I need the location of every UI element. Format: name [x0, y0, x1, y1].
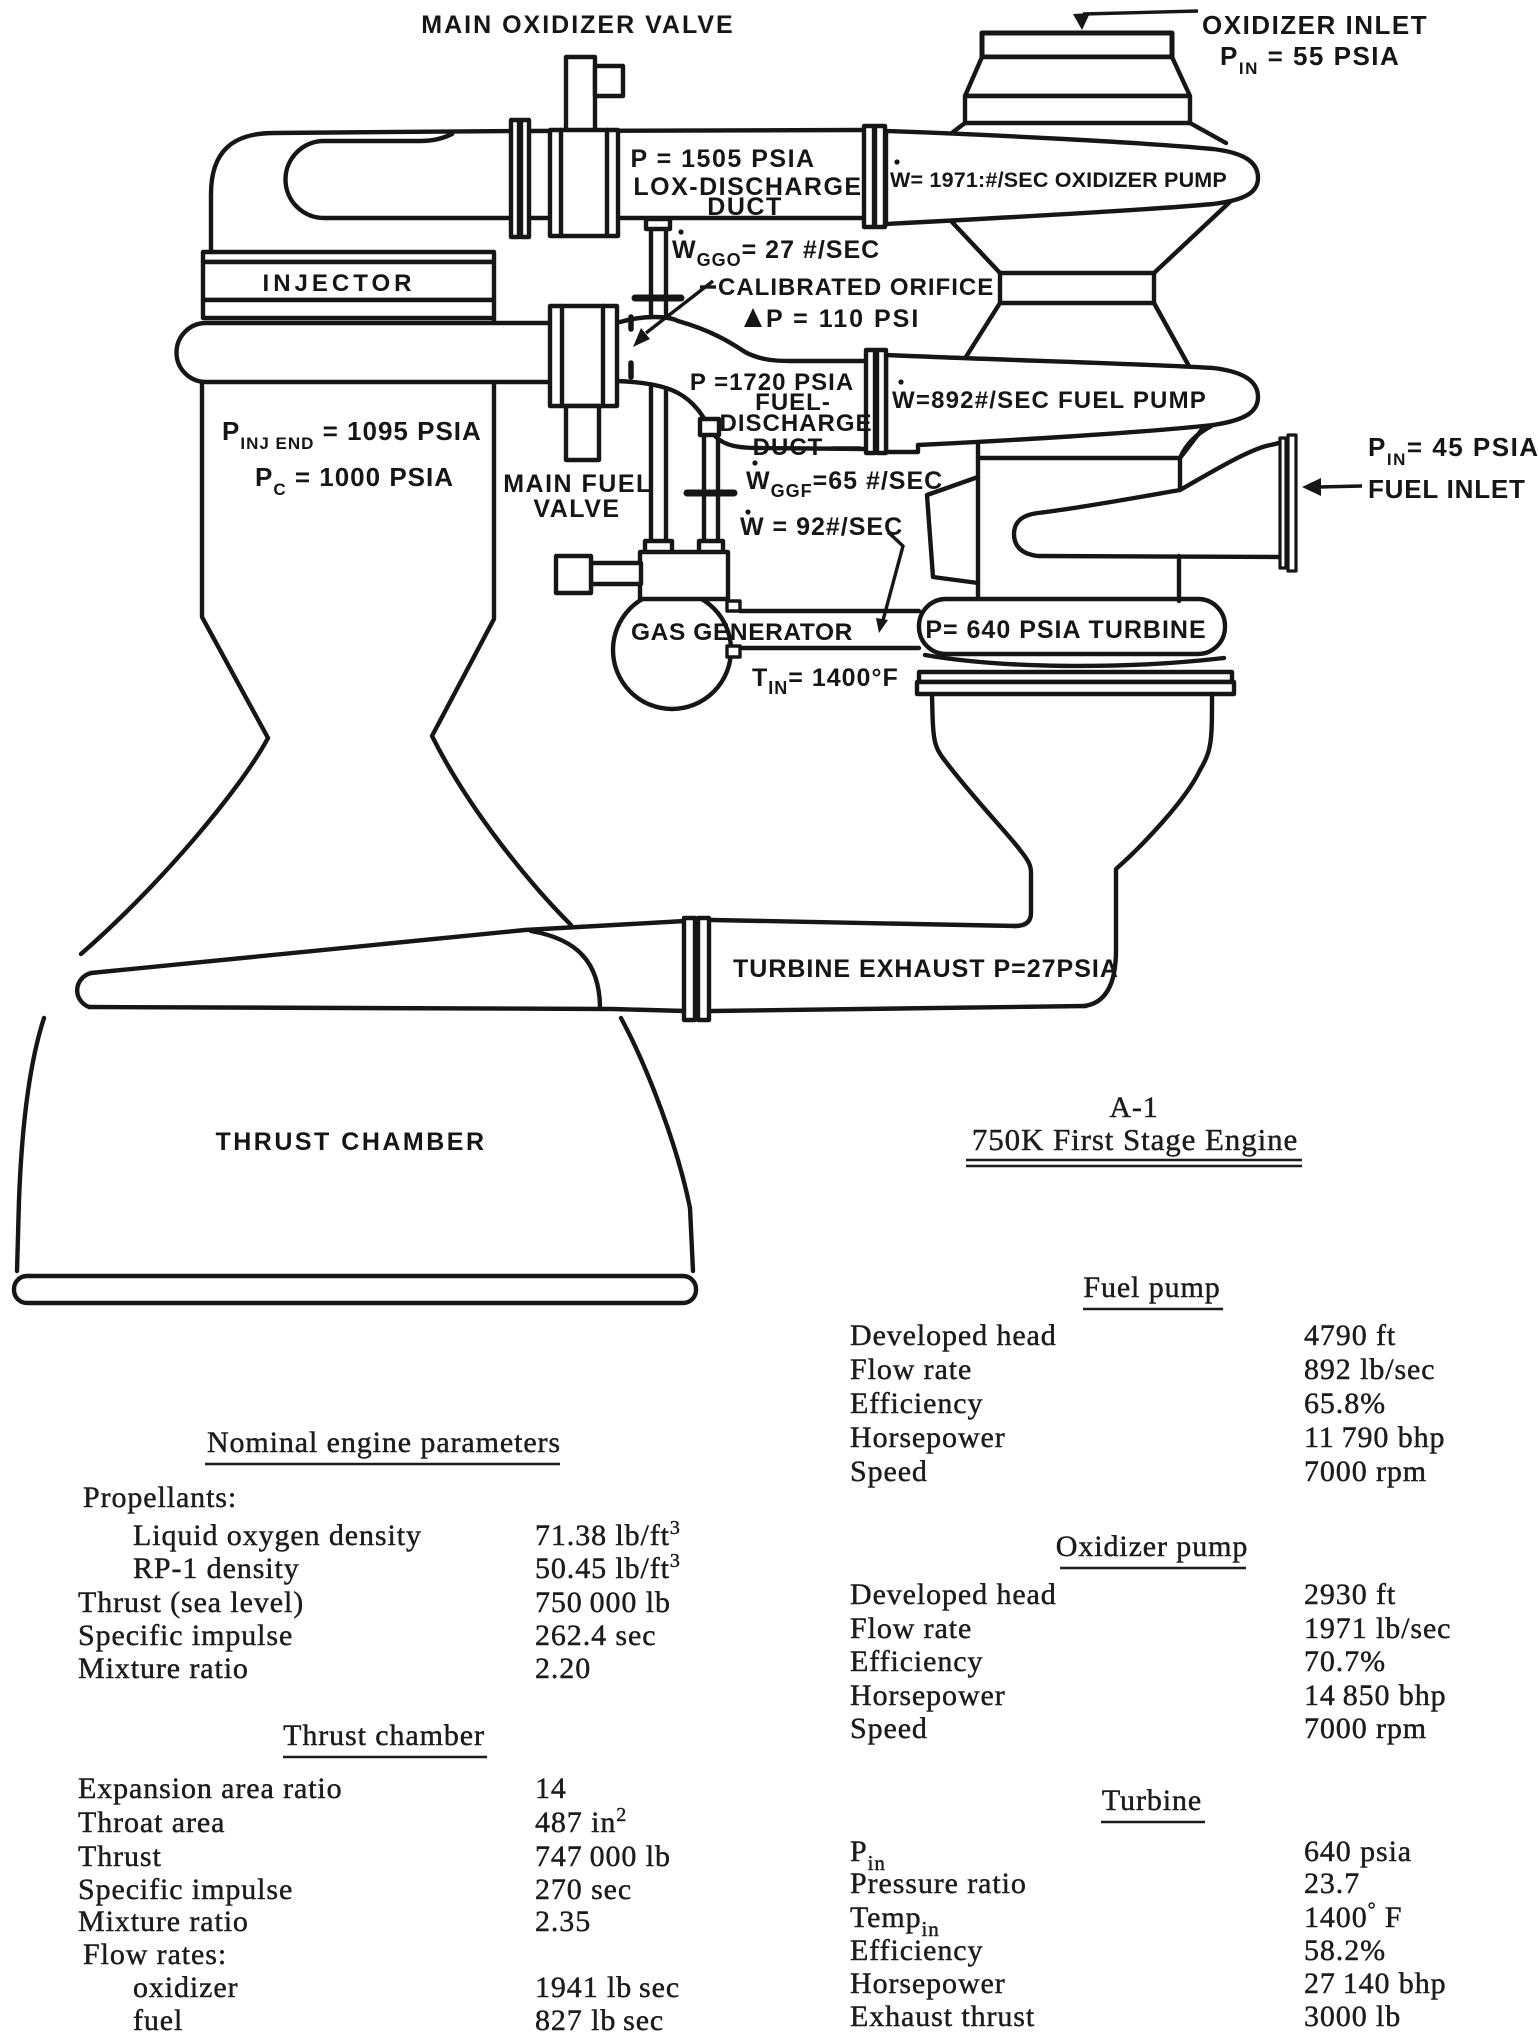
svg-text:PIN = 55 PSIA: PIN = 55 PSIA: [1220, 41, 1400, 78]
svg-text:Thrust: Thrust: [78, 1840, 162, 1873]
svg-text:7000 rpm: 7000 rpm: [1304, 1712, 1427, 1745]
svg-text:Propellants:: Propellants:: [83, 1481, 237, 1514]
svg-text:DISCHARGE: DISCHARGE: [719, 410, 872, 437]
svg-text:THRUST CHAMBER: THRUST CHAMBER: [215, 1128, 486, 1156]
svg-text:Specific impulse: Specific impulse: [78, 1619, 293, 1652]
svg-text:50.45 lb/ft3: 50.45 lb/ft3: [535, 1550, 681, 1585]
svg-text:Turbine: Turbine: [1102, 1784, 1202, 1817]
svg-text:827 lb sec: 827 lb sec: [535, 2004, 664, 2037]
svg-text:P = 110 PSI: P = 110 PSI: [766, 305, 920, 333]
svg-text:A-1: A-1: [1109, 1091, 1158, 1124]
svg-text:PC = 1000 PSIA: PC = 1000 PSIA: [255, 462, 454, 499]
svg-text:WGGO= 27 #/SEC: WGGO= 27 #/SEC: [672, 236, 880, 270]
svg-text:1400° F: 1400° F: [1304, 1899, 1403, 1934]
svg-text:487 in2: 487 in2: [535, 1804, 627, 1839]
svg-text:Expansion area ratio: Expansion area ratio: [78, 1772, 343, 1805]
svg-text:GAS GENERATOR: GAS GENERATOR: [631, 619, 853, 646]
svg-text:14: 14: [535, 1772, 567, 1805]
svg-text:2.35: 2.35: [535, 1905, 591, 1938]
svg-text:Flow rates:: Flow rates:: [83, 1938, 227, 1971]
svg-text:P =1720 PSIA: P =1720 PSIA: [690, 369, 854, 396]
svg-text:262.4 sec: 262.4 sec: [535, 1619, 656, 1652]
svg-text:14 850 bhp: 14 850 bhp: [1304, 1679, 1447, 1712]
svg-text:2930 ft: 2930 ft: [1304, 1578, 1396, 1611]
svg-text:270 sec: 270 sec: [535, 1873, 632, 1906]
svg-text:Thrust (sea level): Thrust (sea level): [78, 1586, 304, 1619]
svg-text:Speed: Speed: [850, 1455, 928, 1488]
svg-text:750 000 lb: 750 000 lb: [535, 1586, 671, 1619]
svg-text:P= 640 PSIA TURBINE: P= 640 PSIA TURBINE: [925, 616, 1206, 644]
svg-text:Specific impulse: Specific impulse: [78, 1873, 293, 1906]
svg-text:Liquid oxygen density: Liquid oxygen density: [133, 1519, 422, 1552]
svg-text:fuel: fuel: [133, 2004, 183, 2037]
svg-text:Developed head: Developed head: [850, 1319, 1057, 1352]
svg-text:DUCT: DUCT: [753, 434, 824, 461]
svg-text:RP-1 density: RP-1 density: [133, 1552, 300, 1585]
svg-text:FUEL-: FUEL-: [755, 389, 831, 416]
svg-text:747 000 lb: 747 000 lb: [535, 1840, 671, 1873]
svg-text:71.38 lb/ft3: 71.38 lb/ft3: [535, 1517, 681, 1552]
svg-text:PIN= 45 PSIA: PIN= 45 PSIA: [1368, 432, 1539, 469]
svg-text:4790 ft: 4790 ft: [1304, 1319, 1396, 1352]
svg-text:Speed: Speed: [850, 1712, 928, 1745]
svg-text:INJECTOR: INJECTOR: [263, 270, 416, 297]
svg-text:27 140 bhp: 27 140 bhp: [1304, 1967, 1447, 2000]
svg-text:3000 lb: 3000 lb: [1304, 2000, 1401, 2033]
svg-text:Horsepower: Horsepower: [850, 1679, 1006, 1712]
svg-text:750K First Stage Engine: 750K First Stage Engine: [972, 1122, 1298, 1157]
svg-text:Horsepower: Horsepower: [850, 1967, 1006, 2000]
svg-text:VALVE: VALVE: [533, 495, 620, 523]
svg-text:11 790 bhp: 11 790 bhp: [1304, 1421, 1445, 1454]
svg-text:Mixture ratio: Mixture ratio: [78, 1652, 249, 1685]
svg-text:Horsepower: Horsepower: [850, 1421, 1006, 1454]
svg-text:W= 1971:#/SEC OXIDIZER PUMP: W= 1971:#/SEC OXIDIZER PUMP: [890, 168, 1227, 192]
svg-text:W=892#/SEC FUEL PUMP: W=892#/SEC FUEL PUMP: [892, 387, 1207, 414]
svg-text:CALIBRATED ORIFICE: CALIBRATED ORIFICE: [718, 274, 994, 301]
svg-text:Fuel pump: Fuel pump: [1083, 1271, 1220, 1304]
svg-text:Flow rate: Flow rate: [850, 1612, 972, 1645]
svg-text:Flow rate: Flow rate: [850, 1353, 972, 1386]
svg-text:PINJ END = 1095 PSIA: PINJ END = 1095 PSIA: [222, 416, 482, 453]
svg-text:70.7%: 70.7%: [1304, 1645, 1386, 1678]
svg-text:LOX-DISCHARGE: LOX-DISCHARGE: [633, 173, 862, 201]
svg-text:Mixture ratio: Mixture ratio: [78, 1905, 249, 1938]
svg-text:Pressure ratio: Pressure ratio: [850, 1867, 1027, 1900]
svg-text:65.8%: 65.8%: [1304, 1387, 1386, 1420]
svg-text:Efficiency: Efficiency: [850, 1934, 983, 1967]
svg-text:Thrust chamber: Thrust chamber: [283, 1719, 485, 1752]
svg-text:640 psia: 640 psia: [1304, 1835, 1412, 1868]
svg-text:MAIN FUEL: MAIN FUEL: [503, 470, 653, 498]
svg-text:TURBINE EXHAUST P=27PSIA: TURBINE EXHAUST P=27PSIA: [733, 955, 1119, 983]
svg-text:MAIN OXIDIZER VALVE: MAIN OXIDIZER VALVE: [421, 11, 734, 39]
svg-text:2.20: 2.20: [535, 1652, 591, 1685]
svg-text:892 lb/sec: 892 lb/sec: [1304, 1353, 1435, 1386]
svg-text:Efficiency: Efficiency: [850, 1387, 983, 1420]
svg-text:23.7: 23.7: [1304, 1867, 1360, 1900]
svg-text:1941 lb sec: 1941 lb sec: [535, 1971, 680, 2004]
svg-text:DUCT: DUCT: [707, 193, 782, 221]
svg-text:OXIDIZER INLET: OXIDIZER INLET: [1202, 10, 1428, 40]
svg-text:Nominal engine parameters: Nominal engine parameters: [207, 1426, 561, 1459]
svg-text:WGGF=65 #/SEC: WGGF=65 #/SEC: [746, 467, 943, 501]
svg-text:Throat area: Throat area: [78, 1806, 225, 1839]
svg-text:P = 1505 PSIA: P = 1505 PSIA: [630, 145, 815, 173]
svg-text:Oxidizer pump: Oxidizer pump: [1056, 1530, 1249, 1563]
svg-text:Efficiency: Efficiency: [850, 1645, 983, 1678]
svg-text:oxidizer: oxidizer: [133, 1971, 239, 2004]
svg-text:7000 rpm: 7000 rpm: [1304, 1455, 1427, 1488]
svg-text:58.2%: 58.2%: [1304, 1934, 1386, 1967]
svg-text:FUEL INLET: FUEL INLET: [1368, 474, 1526, 504]
svg-text:W = 92#/SEC: W = 92#/SEC: [740, 513, 903, 541]
svg-text:Exhaust thrust: Exhaust thrust: [850, 2000, 1035, 2033]
svg-text:TIN= 1400°F: TIN= 1400°F: [752, 664, 899, 698]
svg-text:Developed head: Developed head: [850, 1578, 1057, 1611]
svg-text:1971 lb/sec: 1971 lb/sec: [1304, 1612, 1451, 1645]
